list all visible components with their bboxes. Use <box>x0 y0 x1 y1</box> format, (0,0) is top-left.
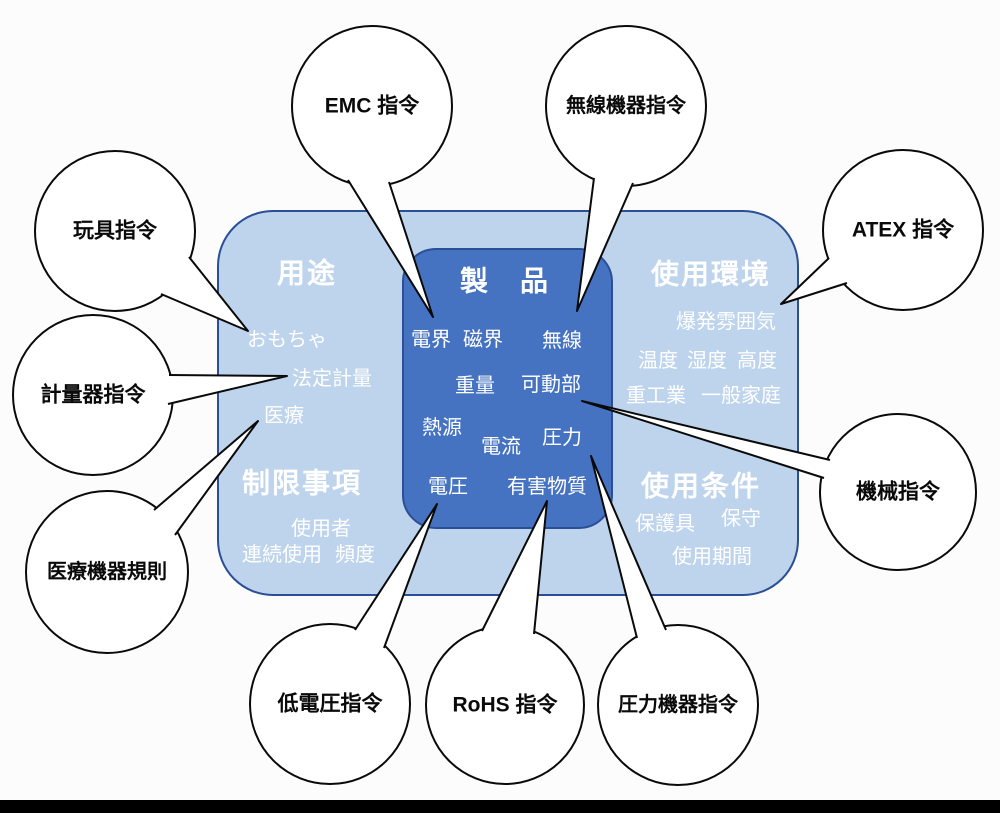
bubble-label-rohs: RoHS 指令 <box>453 693 559 717</box>
bubble-label-radio: 無線機器指令 <box>566 93 687 117</box>
footer-bar <box>0 800 1000 813</box>
item-usage-period: 使用期間 <box>672 545 752 568</box>
bubble-circle <box>249 623 411 785</box>
bubble-circle <box>819 413 977 571</box>
item-current: 電流 <box>481 435 521 458</box>
bubble-tail <box>590 455 667 639</box>
item-radio: 無線 <box>542 329 582 352</box>
item-legal-metrology: 法定計量 <box>292 367 372 390</box>
bubble-tail <box>167 374 288 405</box>
bubble-label-medical: 医療機器規則 <box>47 559 167 583</box>
bubble-rohs-directive: RoHS 指令 <box>425 500 585 785</box>
product-box-title: 製 品 <box>460 266 550 297</box>
item-altitude: 高度 <box>737 349 777 372</box>
item-explosive-atmosphere: 爆発雰囲気 <box>676 310 776 333</box>
bubble-tail <box>581 400 831 479</box>
item-heavy-industry: 重工業 <box>626 384 686 407</box>
bubble-tail <box>160 256 249 332</box>
item-protective-equipment: 保護具 <box>635 512 695 535</box>
item-heat-source: 熱源 <box>422 416 462 439</box>
bubble-atex-directive: ATEX 指令 <box>780 149 984 311</box>
bubble-machinery-directive: 機械指令 <box>581 400 977 571</box>
bubble-circle <box>34 150 196 312</box>
bubble-measuring-instruments-directive: 計量器指令 <box>12 314 288 476</box>
item-frequency: 頻度 <box>335 543 375 566</box>
section-title-environment: 使用環境 <box>650 259 771 290</box>
item-voltage: 電圧 <box>428 476 468 498</box>
bubble-label-toy: 玩具指令 <box>73 219 158 243</box>
item-maintenance: 保守 <box>721 507 761 530</box>
inner-product-box <box>402 248 613 529</box>
item-weight: 重量 <box>455 374 495 397</box>
bubble-tail <box>481 500 548 635</box>
item-hazardous-substances: 有害物質 <box>507 475 587 498</box>
bubble-tail <box>153 420 259 536</box>
item-magnetic-field: 磁界 <box>463 328 503 351</box>
bubble-label-measuring: 計量器指令 <box>41 383 147 407</box>
item-electric-field: 電界 <box>411 329 451 351</box>
item-moving-parts: 可動部 <box>521 373 581 396</box>
bubble-tail <box>780 257 848 305</box>
bubble-medical-device-regulation: 医療機器規則 <box>25 420 259 654</box>
bubble-label-pressure: 圧力機器指令 <box>618 692 739 716</box>
bubble-tail <box>576 177 634 312</box>
bubble-label-emc: EMC 指令 <box>325 94 420 118</box>
item-pressure: 圧力 <box>542 426 582 449</box>
bubble-label-atex: ATEX 指令 <box>852 218 955 242</box>
bubble-tail <box>347 179 434 318</box>
section-title-conditions: 使用条件 <box>640 471 761 502</box>
item-humidity: 湿度 <box>687 349 727 372</box>
section-title-usage: 用途 <box>277 257 337 289</box>
item-continuous-use: 連続使用 <box>242 543 322 566</box>
item-toys: おもちゃ <box>247 329 327 351</box>
bubble-tail <box>354 503 438 649</box>
bubble-toy-directive: 玩具指令 <box>34 150 249 332</box>
bubble-emc-directive: EMC 指令 <box>291 25 453 318</box>
bubble-circle <box>822 149 984 311</box>
bubble-circle <box>597 624 759 786</box>
bubble-pressure-equipment-directive: 圧力機器指令 <box>590 455 759 786</box>
bubble-circle <box>25 490 189 654</box>
item-household: 一般家庭 <box>701 384 781 407</box>
item-medical: 医療 <box>264 404 304 427</box>
section-title-restrictions: 制限事項 <box>242 468 362 499</box>
bubble-low-voltage-directive: 低電圧指令 <box>249 503 438 785</box>
bubble-radio-equipment-directive: 無線機器指令 <box>545 25 707 312</box>
bubble-label-low-voltage: 低電圧指令 <box>277 692 384 716</box>
item-temperature: 温度 <box>638 349 678 372</box>
item-users: 使用者 <box>291 517 351 540</box>
bubble-label-machinery: 機械指令 <box>856 480 941 504</box>
